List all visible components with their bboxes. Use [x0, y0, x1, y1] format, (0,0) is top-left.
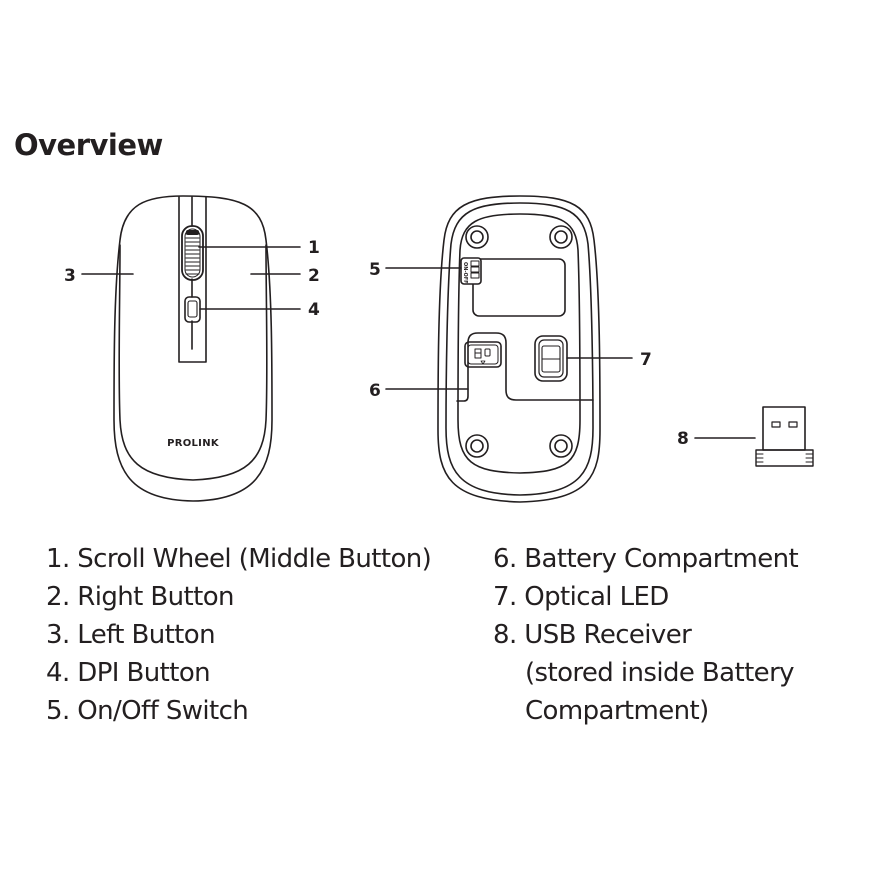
callout-3: 3: [64, 266, 76, 286]
callout-2: 2: [308, 266, 320, 286]
legend-text: Battery Compartment: [524, 544, 799, 574]
callout-7: 7: [640, 350, 652, 370]
label-recess: [472, 258, 566, 317]
mouse-bottom-view: ON-OFF 5 6 7: [369, 195, 652, 503]
battery-compartment[interactable]: [456, 332, 594, 402]
legend-continuation: Compartment): [525, 696, 709, 726]
screw-foot: [465, 434, 489, 458]
legend-item: 1. Scroll Wheel (Middle Button): [46, 540, 432, 578]
middle-channel: [178, 196, 207, 363]
legend-number: 8.: [493, 620, 517, 650]
callout-6: 6: [369, 381, 381, 401]
battery-latch[interactable]: [464, 341, 502, 368]
screw-foot: [549, 434, 573, 458]
mouse-top-surface: [118, 244, 268, 481]
legend-item: 5. On/Off Switch: [46, 692, 431, 730]
legend-number: 4.: [46, 658, 70, 688]
legend-text: On/Off Switch: [77, 696, 249, 726]
bottom-panel: [457, 213, 581, 474]
on-off-label: ON-OFF: [462, 262, 468, 284]
callout-5: 5: [369, 260, 381, 280]
legend-item: 4. DPI Button: [46, 654, 431, 692]
legend-number: 6.: [493, 544, 517, 574]
legend-text: Optical LED: [524, 582, 669, 612]
page-title: Overview: [14, 128, 163, 162]
legend-number: 7.: [493, 582, 517, 612]
optical-led: [534, 335, 568, 382]
legend-item: 3. Left Button: [46, 616, 431, 654]
legend-item: 2. Right Button: [46, 578, 431, 616]
legend-number: 3.: [46, 620, 70, 650]
legend-item: 6. Battery Compartment: [493, 540, 799, 578]
callout-1: 1: [308, 238, 320, 258]
callout-8: 8: [677, 429, 689, 449]
legend-text: Scroll Wheel (Middle Button): [77, 544, 432, 574]
on-off-switch[interactable]: ON-OFF: [460, 257, 482, 285]
legend-item: 7. Optical LED: [493, 578, 798, 616]
legend-text: USB Receiver: [524, 620, 692, 650]
legend-right: 6. Battery Compartment 7. Optical LED 8.…: [493, 540, 799, 730]
legend-text: DPI Button: [77, 658, 211, 688]
legend-number: 5.: [46, 696, 70, 726]
receiver-grip: [755, 453, 814, 463]
legend-number: 1.: [46, 544, 70, 574]
legend-left: 1. Scroll Wheel (Middle Button) 2. Right…: [46, 540, 432, 730]
callout-4: 4: [308, 300, 320, 320]
scroll-wheel[interactable]: [181, 225, 204, 281]
wheel-ridges: [185, 233, 200, 275]
brand-logo: PROLINK: [167, 438, 220, 449]
bottom-shell-outer: [437, 195, 601, 503]
dpi-button[interactable]: [184, 296, 201, 323]
screw-foot: [465, 225, 489, 249]
mouse-top-view: PROLINK 1 2 3 4: [64, 195, 320, 502]
legend-text: Left Button: [77, 620, 215, 650]
bottom-shell-inner: [445, 202, 594, 496]
legend-item: 8. USB Receiver: [493, 616, 798, 654]
screw-foot: [549, 225, 573, 249]
usb-receiver: 8: [677, 406, 814, 467]
legend-continuation: (stored inside Battery: [525, 658, 795, 688]
legend-text: Right Button: [77, 582, 234, 612]
legend-number: 2.: [46, 582, 70, 612]
